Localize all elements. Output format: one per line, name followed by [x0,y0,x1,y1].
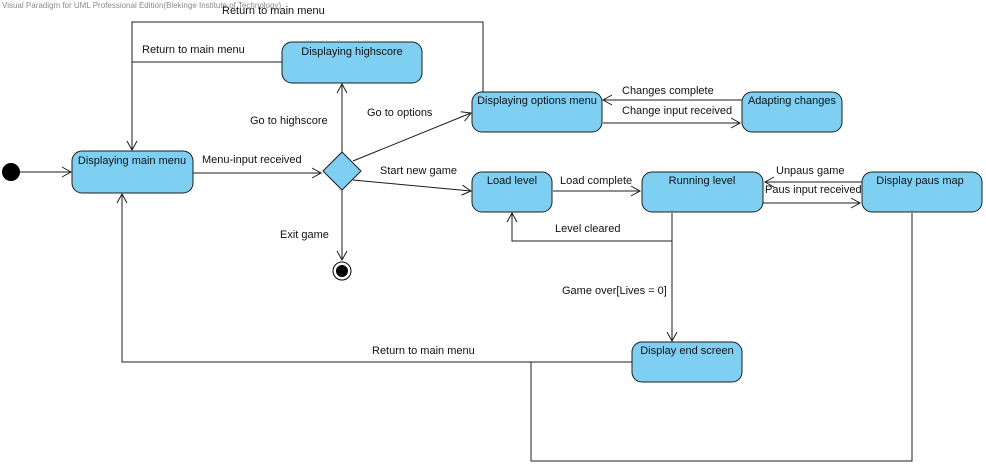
final-state-node[interactable] [332,261,352,281]
state-options-menu[interactable]: Displaying options menu [471,91,603,133]
label-change-input: Change input received [622,105,732,117]
label-game-over: Game over[Lives = 0] [562,285,667,297]
edge-return-from-highscore [126,61,282,152]
label-level-cleared: Level cleared [555,223,620,235]
state-highscore[interactable]: Displaying highscore [281,41,423,84]
edge-start-game [352,179,473,196]
label-return-from-end: Return to main menu [372,345,475,357]
state-running-level[interactable]: Running level [641,171,764,213]
state-end-screen[interactable]: Display end screen [631,341,743,383]
label-changes-complete: Changes complete [622,85,714,97]
state-load-level[interactable]: Load level [471,171,553,213]
label-menu-input: Menu-input received [202,154,302,166]
state-main-menu[interactable]: Displaying main menu [71,150,194,194]
state-adapting-changes-label: Adapting changes [748,95,837,107]
label-return-from-options: Return to main menu [222,5,325,17]
state-options-menu-label: Displaying options menu [477,95,597,107]
state-main-menu-label: Displaying main menu [78,155,186,167]
edge-level-cleared [506,211,673,242]
state-adapting-changes[interactable]: Adapting changes [741,91,843,133]
label-exit-game: Exit game [280,229,329,241]
label-unpaus: Unpaus game [776,165,845,177]
decision-node[interactable] [322,151,362,191]
watermark: Visual Paradigm for UML Professional Edi… [2,1,281,10]
state-running-level-label: Running level [669,175,736,187]
edge-to-options [352,111,472,162]
label-start-game: Start new game [380,165,457,177]
state-paus-map[interactable]: Display paus map [861,171,983,213]
edge-return-from-end [116,192,632,363]
edge-return-from-options [131,21,484,92]
label-to-options: Go to options [367,107,433,119]
label-load-complete: Load complete [560,175,632,187]
label-paus-input: Paus input received [765,184,862,196]
state-load-level-label: Load level [487,175,537,187]
label-return-from-highscore: Return to main menu [142,44,245,56]
initial-state-node[interactable] [2,163,20,181]
state-highscore-label: Displaying highscore [301,46,403,58]
label-to-highscore: Go to highscore [250,115,328,127]
state-end-screen-label: Display end screen [640,345,734,357]
edge-paus-to-main [530,213,913,462]
state-paus-map-label: Display paus map [876,175,963,187]
